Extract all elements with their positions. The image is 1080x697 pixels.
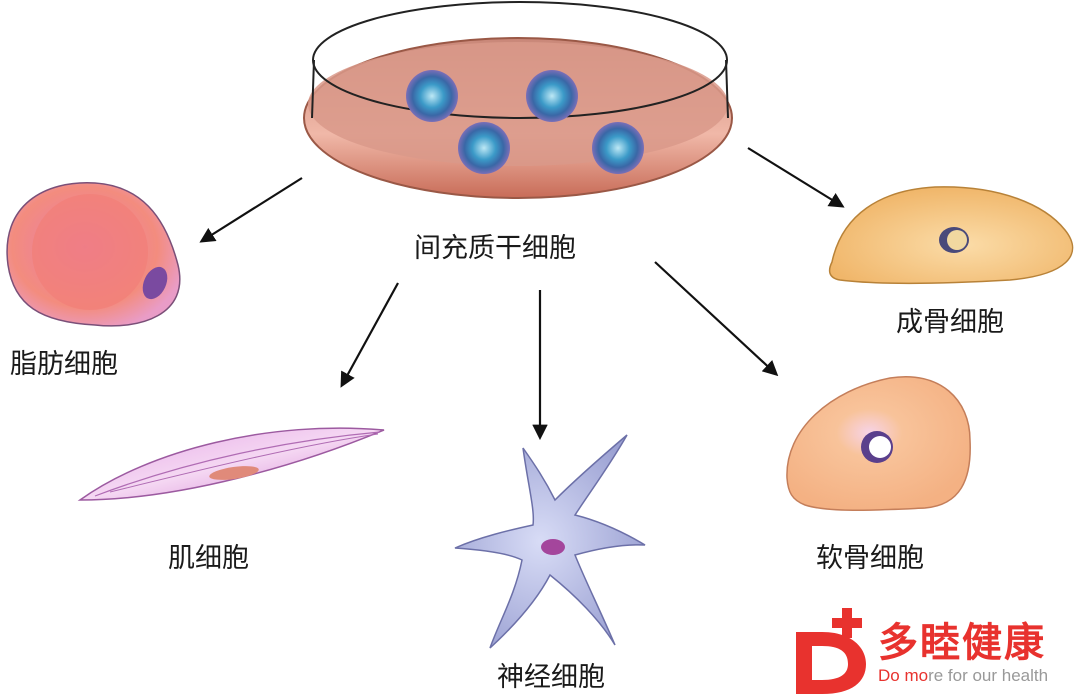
brand-tagline-suffix: re for our health [928, 666, 1049, 685]
stem-cells [406, 70, 644, 174]
nerve-cell-label: 神经细胞 [497, 662, 605, 693]
arrow-to-muscle [340, 282, 399, 388]
adipocyte-label: 脂肪细胞 [10, 349, 118, 380]
arrow-to-osteocyte [747, 147, 845, 208]
brand-tagline-prefix: Do mo [878, 666, 929, 685]
adipocyte-cell [6, 182, 181, 327]
nerve-cell [454, 434, 646, 649]
chondrocyte-label: 软骨细胞 [816, 543, 924, 574]
brand-tagline: Do more for our health [878, 666, 1048, 686]
muscle-cell-label: 肌细胞 [168, 543, 249, 574]
mesenchymal-stem-cell-label: 间充质干细胞 [414, 233, 576, 264]
brand-watermark: 多睦健康 Do more for our health [790, 608, 1080, 697]
osteocyte-label: 成骨细胞 [896, 307, 1004, 338]
brand-title: 多睦健康 [878, 620, 1046, 666]
arrow-to-chondrocyte [654, 261, 779, 377]
brand-logo-icon [796, 608, 866, 694]
arrow-to-adipocyte [199, 177, 303, 243]
osteocyte-cell [828, 186, 1074, 285]
chondrocyte-cell [786, 376, 971, 511]
petri-dish [303, 1, 733, 199]
muscle-cell [77, 427, 385, 501]
